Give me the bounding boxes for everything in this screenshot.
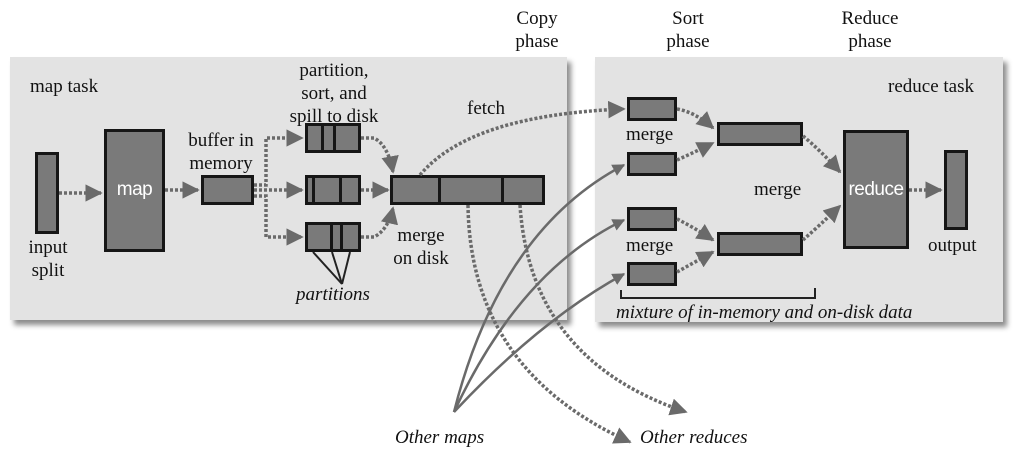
map-box: map	[104, 129, 165, 252]
arrow-seg2-to-merged-top	[676, 141, 715, 162]
reduce-box-label: reduce	[848, 179, 904, 200]
map-task-title: map task	[30, 76, 99, 97]
sort-segment-4	[627, 262, 677, 286]
arrow-to-other-reduces-2	[518, 204, 688, 416]
merge-mid-label: merge	[754, 179, 802, 200]
sort-phase-line1: Sort	[672, 8, 704, 29]
merge-on-disk-label: merge on disk	[381, 224, 461, 270]
reduce-phase-line1: Reduce	[841, 8, 899, 29]
buffer-label: buffer in memory	[176, 129, 266, 175]
other-maps-label: Other maps	[395, 427, 485, 448]
arrow-seg4-to-merged-bottom	[676, 250, 715, 274]
arrow-seg3-to-merged-bottom	[676, 217, 715, 242]
arrow-spill-3-to-merge	[361, 206, 399, 239]
arrow-merged-bottom-to-reduce	[801, 204, 842, 242]
spill-line3: spill to disk	[289, 106, 379, 127]
map-box-label: map	[116, 179, 153, 200]
mixture-label: mixture of in-memory and on-disk data	[616, 302, 913, 323]
reduce-phase-line2: phase	[848, 31, 892, 52]
output-label: output	[928, 235, 977, 256]
reduce-task-title: reduce task	[888, 76, 974, 97]
input-split-box	[35, 152, 59, 234]
spill-line2: sort, and	[301, 83, 367, 104]
input-split-line1: input	[28, 237, 68, 258]
arrow-to-other-reduces-1	[466, 204, 632, 444]
merge-on-disk-line2: on disk	[393, 248, 449, 269]
output-box	[944, 150, 968, 230]
spill-box-1	[305, 123, 361, 153]
copy-phase-line1: Copy	[516, 8, 558, 29]
partitions-pointer-2	[331, 251, 343, 285]
input-split-line2: split	[31, 260, 65, 281]
merge-bottom-label: merge	[626, 235, 674, 256]
reduce-phase-label: Reduce phase	[825, 7, 915, 53]
merged-segment-top	[717, 122, 803, 146]
partitions-pointer-3	[341, 251, 351, 285]
buffer-box	[201, 175, 254, 205]
fetch-label: fetch	[467, 98, 505, 119]
arrow-merged-top-to-reduce	[801, 134, 842, 174]
sort-phase-line2: phase	[666, 31, 710, 52]
sort-segment-2	[627, 152, 677, 176]
sort-segment-1	[627, 97, 677, 121]
spill-box-2	[305, 175, 361, 205]
merged-disk-file	[390, 175, 545, 205]
arrow-fetch	[418, 100, 626, 177]
buffer-line2: memory	[189, 153, 253, 174]
arrow-buffer-to-spill-1	[254, 129, 304, 187]
arrow-seg1-to-merged-top	[676, 107, 715, 130]
copy-phase-label: Copy phase	[497, 7, 577, 53]
arrow-spill-1-to-merge	[361, 136, 399, 174]
mixture-bracket	[620, 288, 816, 299]
partitions-label: partitions	[296, 284, 370, 305]
arrow-buffer-to-spill-3	[254, 194, 304, 246]
arrow-other-map-3	[453, 272, 626, 413]
sort-phase-label: Sort phase	[648, 7, 728, 53]
spill-label: partition, sort, and spill to disk	[280, 59, 388, 128]
arrow-other-map-2	[452, 218, 626, 413]
buffer-line1: buffer in	[188, 130, 254, 151]
merged-segment-bottom	[717, 232, 803, 256]
spill-box-3	[305, 222, 361, 252]
partitions-pointer-1	[312, 251, 343, 285]
arrow-other-map-1	[452, 163, 626, 413]
merge-top-label: merge	[626, 124, 674, 145]
spill-line1: partition,	[299, 60, 369, 81]
copy-phase-line2: phase	[515, 31, 559, 52]
reduce-box: reduce	[843, 130, 909, 249]
sort-segment-3	[627, 207, 677, 231]
merge-on-disk-line1: merge	[397, 225, 445, 246]
other-reduces-label: Other reduces	[640, 427, 748, 448]
input-split-label: input split	[18, 236, 78, 282]
